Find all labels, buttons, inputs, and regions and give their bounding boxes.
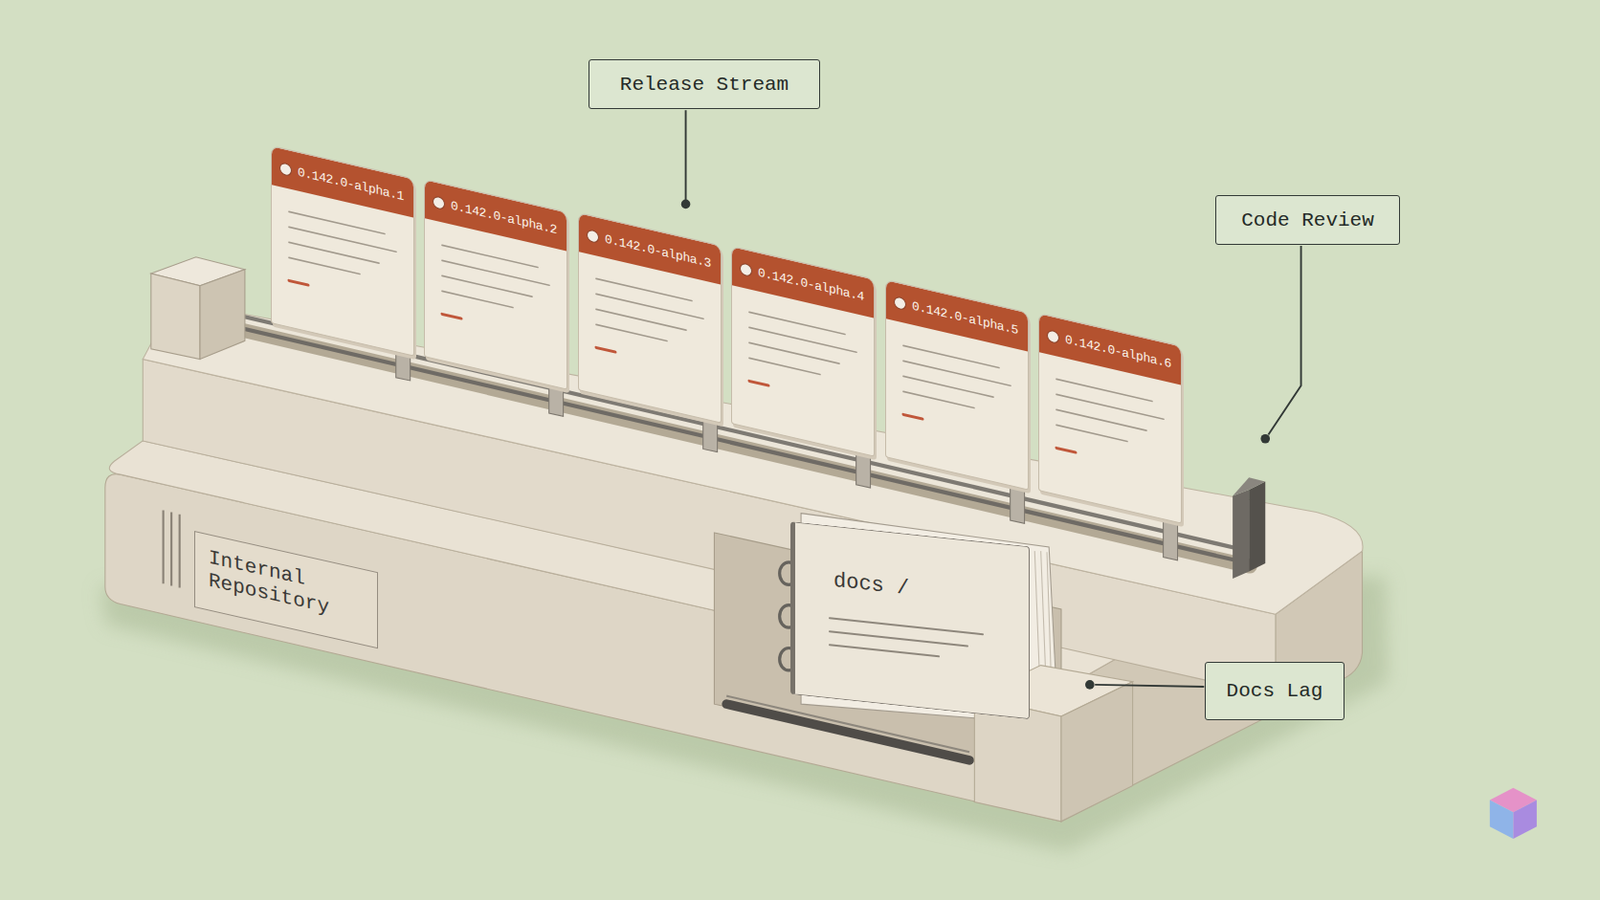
binder-label: docs / <box>833 569 910 601</box>
card-header: 0.142.0-alpha.3 <box>578 213 721 285</box>
leader-dot <box>681 200 691 210</box>
callout-box: Code Review <box>1215 195 1400 245</box>
release-card: 0.142.0-alpha.6 <box>1038 312 1182 525</box>
binder-lines <box>795 611 1025 684</box>
version-label: 0.142.0-alpha.5 <box>911 298 1019 338</box>
accent-dash <box>288 280 309 286</box>
leader-line <box>1267 245 1301 435</box>
accent-dash <box>596 347 616 353</box>
rail-end-block <box>151 273 200 360</box>
version-label: 0.142.0-alpha.4 <box>757 265 865 305</box>
card-dot <box>432 195 445 211</box>
release-card: 0.142.0-alpha.3 <box>577 212 722 424</box>
text-line <box>749 327 857 353</box>
version-label: 0.142.0-alpha.1 <box>297 164 404 204</box>
text-line <box>596 293 704 319</box>
card-header: 0.142.0-alpha.1 <box>271 146 414 218</box>
version-label: 0.142.0-alpha.6 <box>1065 332 1172 372</box>
version-label: 0.142.0-alpha.2 <box>450 198 557 238</box>
text-line <box>1056 394 1164 420</box>
text-line <box>596 324 667 341</box>
rail-end-post <box>1232 489 1249 579</box>
callout-label: Code Review <box>1241 209 1375 232</box>
version-label: 0.142.0-alpha.3 <box>604 231 712 271</box>
text-line <box>829 631 968 646</box>
card-header: 0.142.0-alpha.5 <box>886 280 1028 352</box>
text-line <box>288 257 360 274</box>
text-line <box>749 342 840 364</box>
callout-label: Docs Lag <box>1226 680 1324 703</box>
accent-dash <box>903 414 923 420</box>
text-line <box>829 644 939 657</box>
callout-box: Docs Lag <box>1204 662 1345 721</box>
card-header: 0.142.0-alpha.4 <box>732 246 874 318</box>
rail-end-post <box>1248 482 1266 573</box>
text-line <box>288 226 397 252</box>
text-line <box>442 260 550 286</box>
callout-label: Release Stream <box>620 73 789 96</box>
leader-line <box>685 110 688 200</box>
text-line <box>903 360 1011 386</box>
front-block <box>1061 682 1134 823</box>
card-dot <box>586 228 600 245</box>
text-line <box>749 357 821 375</box>
rail-end-post <box>1232 477 1266 496</box>
leader-line <box>1094 685 1204 688</box>
accent-dash <box>1056 447 1076 453</box>
card-header: 0.142.0-alpha.2 <box>424 179 567 251</box>
release-card: 0.142.0-alpha.2 <box>423 178 568 391</box>
text-line <box>442 275 533 297</box>
release-card: 0.142.0-alpha.5 <box>885 279 1029 491</box>
text-line <box>442 290 513 308</box>
accent-dash <box>749 380 769 386</box>
rail-end-block <box>200 269 245 360</box>
release-card: 0.142.0-alpha.4 <box>731 245 875 458</box>
text-line <box>829 618 983 635</box>
plaque-label: Internal Repository <box>208 546 364 628</box>
name-plaque: Internal Repository <box>194 531 378 649</box>
leader-dot <box>1085 680 1095 690</box>
leader-dot <box>1260 434 1270 445</box>
card-dot <box>1046 329 1060 345</box>
text-line <box>1056 409 1147 431</box>
card-dot <box>893 295 907 312</box>
watermark-cube <box>1489 800 1514 840</box>
card-dot <box>279 161 292 178</box>
grip-marks <box>163 510 180 588</box>
card-dot <box>739 262 753 278</box>
text-line <box>288 242 379 264</box>
card-header: 0.142.0-alpha.6 <box>1039 313 1181 385</box>
watermark-cube <box>1512 800 1537 840</box>
docs-binder: docs / <box>790 521 1030 720</box>
release-card: 0.142.0-alpha.1 <box>270 145 415 357</box>
accent-dash <box>442 313 462 319</box>
text-line <box>903 391 975 408</box>
callout-box: Release Stream <box>588 59 821 110</box>
text-line <box>1056 424 1128 442</box>
